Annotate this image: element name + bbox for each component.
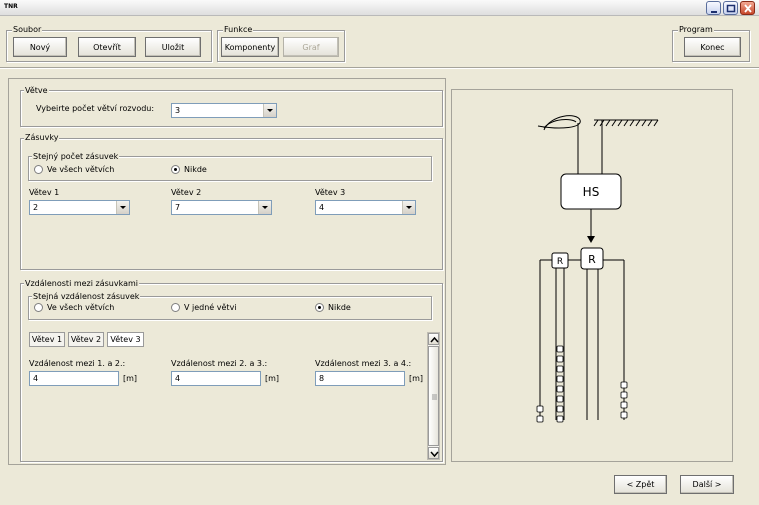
maximize-button[interactable] bbox=[723, 1, 738, 15]
relay-main-label: R bbox=[588, 253, 596, 266]
branch-count-value: 3 bbox=[175, 106, 181, 115]
chevron-down-icon bbox=[430, 451, 439, 458]
distances-group-label: Vzdálenosti mezi zásuvkami bbox=[24, 279, 139, 288]
distance1-value: 4 bbox=[33, 374, 39, 383]
close-icon bbox=[744, 4, 752, 13]
branch1-select[interactable]: 2 bbox=[29, 200, 130, 215]
distance2-unit: [m] bbox=[265, 374, 280, 383]
settings-panel bbox=[8, 78, 446, 465]
new-button[interactable]: Nový bbox=[13, 37, 67, 57]
sockets-group bbox=[20, 138, 443, 270]
distances-group bbox=[20, 283, 443, 462]
socket-all-radio[interactable] bbox=[34, 165, 43, 174]
distance-one-label: V jedné větvi bbox=[184, 303, 237, 312]
scroll-up-button[interactable] bbox=[428, 333, 439, 345]
socket-none-label: Nikde bbox=[184, 165, 207, 174]
relay-main bbox=[580, 247, 604, 270]
program-group-label: Program bbox=[678, 25, 714, 34]
branch1-label: Větev 1 bbox=[29, 188, 60, 197]
window-title: TNR bbox=[4, 3, 18, 10]
distance2-value: 4 bbox=[175, 374, 181, 383]
branch3-value: 4 bbox=[319, 203, 325, 212]
minimize-icon bbox=[711, 11, 717, 13]
same-distance-label: Stejná vzdálenost zásuvek bbox=[32, 292, 141, 301]
distance1-input[interactable]: 4 bbox=[29, 371, 119, 386]
tab-branch-3[interactable]: Větev 3 bbox=[107, 332, 144, 347]
branch-count-label: Vybeirte počet větví rozvodu: bbox=[36, 104, 155, 113]
back-button[interactable]: < Zpět bbox=[614, 475, 667, 494]
relay-small-label: R bbox=[557, 257, 563, 267]
branch3-select[interactable]: 4 bbox=[315, 200, 416, 215]
branch-count-select[interactable]: 3 bbox=[171, 103, 277, 118]
funkce-group bbox=[217, 30, 345, 62]
branch2-value: 7 bbox=[175, 203, 181, 212]
same-socket-count-label: Stejný počet zásuvek bbox=[32, 152, 120, 161]
same-socket-count-group bbox=[28, 156, 432, 181]
branch2-select[interactable]: 7 bbox=[171, 200, 272, 215]
soubor-group bbox=[6, 30, 212, 62]
tab-branch-1[interactable]: Větev 1 bbox=[29, 332, 65, 347]
distance-all-radio[interactable] bbox=[34, 303, 43, 312]
same-distance-group bbox=[28, 296, 432, 320]
branch1-value: 2 bbox=[33, 203, 39, 212]
branches-group bbox=[20, 90, 443, 127]
open-button[interactable]: Otevřít bbox=[78, 37, 136, 57]
distance1-unit: [m] bbox=[123, 374, 138, 383]
distance3-unit: [m] bbox=[409, 374, 424, 383]
chevron-down-icon[interactable] bbox=[263, 104, 276, 117]
close-button[interactable] bbox=[740, 1, 755, 15]
branch2-label: Větev 2 bbox=[171, 188, 202, 197]
chevron-down-icon[interactable] bbox=[402, 201, 415, 214]
relay-small bbox=[551, 252, 569, 269]
socket-icons bbox=[536, 345, 628, 423]
distance3-input[interactable]: 8 bbox=[315, 371, 405, 386]
distance-none-radio[interactable] bbox=[315, 303, 324, 312]
toolbar-divider bbox=[0, 67, 759, 68]
sockets-group-label: Zásuvky bbox=[24, 133, 60, 142]
scroll-down-button[interactable] bbox=[428, 447, 439, 459]
arrow-down-icon bbox=[587, 236, 595, 243]
distance3-label: Vzdálenost mezi 3. a 4.: bbox=[315, 359, 412, 368]
components-button[interactable]: Komponenty bbox=[221, 37, 279, 57]
ground-hatch-icon bbox=[593, 119, 659, 127]
socket-all-label: Ve všech větvích bbox=[47, 165, 115, 174]
distance3-value: 8 bbox=[319, 374, 325, 383]
minimize-button[interactable] bbox=[706, 1, 721, 15]
socket-none-radio[interactable] bbox=[171, 165, 180, 174]
distance2-label: Vzdálenost mezi 2. a 3.: bbox=[171, 359, 268, 368]
branch-wires bbox=[539, 260, 625, 420]
graph-button: Graf bbox=[283, 37, 339, 57]
diagram-panel: HS R R bbox=[451, 89, 733, 462]
main-switchboard-label: HS bbox=[583, 185, 600, 199]
grip-icon bbox=[432, 394, 437, 400]
next-button[interactable]: Další > bbox=[680, 475, 734, 494]
cable-curl-icon bbox=[537, 115, 581, 131]
tab-branch-2[interactable]: Větev 2 bbox=[68, 332, 104, 347]
maximize-icon bbox=[726, 4, 736, 13]
distance-one-radio[interactable] bbox=[171, 303, 180, 312]
save-button[interactable]: Uložit bbox=[145, 37, 201, 57]
distance1-label: Vzdálenost mezi 1. a 2.: bbox=[29, 359, 126, 368]
wiring-diagram: HS R R bbox=[536, 115, 659, 423]
branch3-label: Větev 3 bbox=[315, 188, 346, 197]
branches-group-label: Větve bbox=[24, 86, 49, 95]
soubor-group-label: Soubor bbox=[12, 25, 43, 34]
title-bar: TNR bbox=[0, 0, 759, 16]
exit-button[interactable]: Konec bbox=[684, 37, 741, 57]
distance-none-label: Nikde bbox=[328, 303, 351, 312]
funkce-group-label: Funkce bbox=[223, 25, 254, 34]
chevron-down-icon[interactable] bbox=[116, 201, 129, 214]
vertical-scrollbar[interactable] bbox=[427, 332, 440, 460]
chevron-up-icon bbox=[430, 336, 439, 343]
chevron-down-icon[interactable] bbox=[258, 201, 271, 214]
scroll-thumb[interactable] bbox=[428, 346, 439, 446]
distance2-input[interactable]: 4 bbox=[171, 371, 261, 386]
distance-all-label: Ve všech větvích bbox=[47, 303, 115, 312]
